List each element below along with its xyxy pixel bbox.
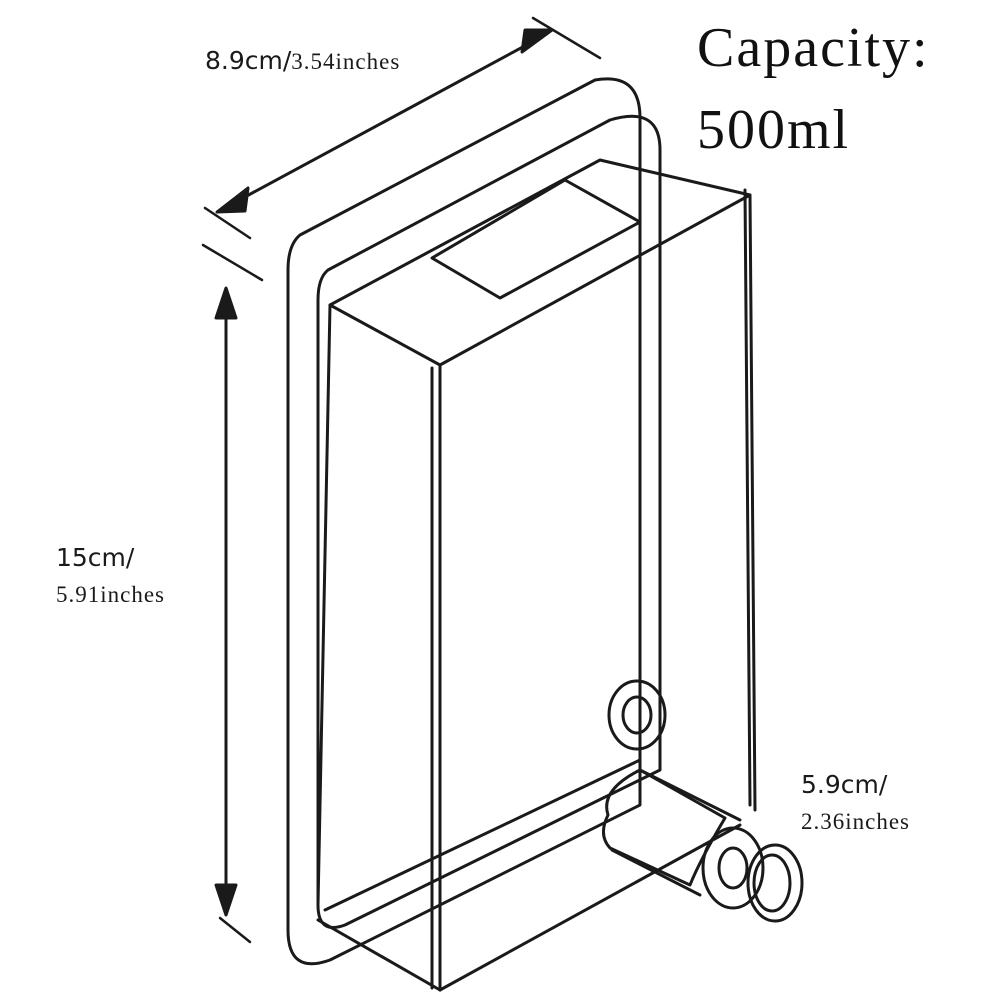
height-arrowhead-top xyxy=(214,286,238,320)
box-bottom-right xyxy=(438,823,742,992)
box-right-edge xyxy=(748,193,757,812)
pump-button-inner xyxy=(717,846,749,890)
back-plate-outer xyxy=(286,77,642,966)
height-cm: 15cm/ xyxy=(56,543,135,572)
height-extension-bottom xyxy=(218,916,252,944)
box-bottom-left xyxy=(316,918,442,992)
side-window-inner xyxy=(621,695,653,735)
width-arrowhead-left xyxy=(215,186,250,214)
pump-button-outer xyxy=(701,826,765,910)
capacity-value: 500ml xyxy=(697,99,851,161)
width-extension-right xyxy=(531,16,602,60)
height-inches: 5.91inches xyxy=(56,582,166,607)
width-dimension-line xyxy=(228,33,547,207)
width-extension-left xyxy=(203,206,252,240)
depth-cm: 5.9cm/ xyxy=(801,770,888,799)
side-window-outer xyxy=(607,679,667,751)
width-label: 8.9cm/3.54inches xyxy=(205,48,400,73)
depth-inches: 2.36inches xyxy=(801,809,911,834)
box-top-face xyxy=(328,158,752,367)
top-window xyxy=(430,178,642,300)
width-inches: 3.54inches xyxy=(291,49,401,74)
width-arrowhead-right xyxy=(520,28,554,54)
height-arrowhead-bottom xyxy=(214,883,238,917)
width-cm: 8.9cm/ xyxy=(205,46,292,75)
height-extension-top xyxy=(201,243,264,282)
capacity-label: Capacity: xyxy=(697,17,930,79)
pump-ring xyxy=(746,843,804,923)
